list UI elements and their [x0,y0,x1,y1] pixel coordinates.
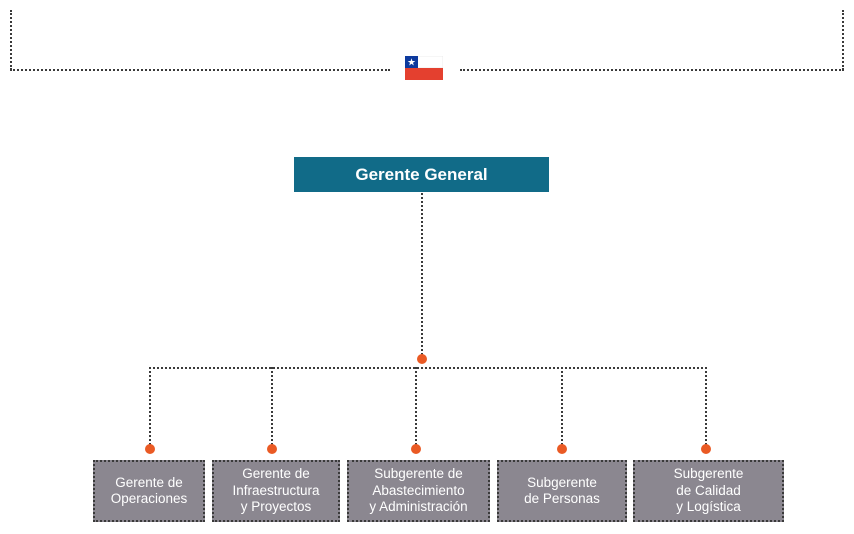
org-box-subgerente-personas: Subgerente de Personas [497,460,627,522]
flag-star [407,58,416,66]
org-box-label: Gerente de Operaciones [110,474,188,507]
top-frame-left-line [10,69,390,71]
branch-dot-1 [145,444,155,454]
branch-line-5 [705,367,707,445]
org-box-label: Gerente de Infraestructura y Proyectos [232,466,320,515]
branch-dot-4 [557,444,567,454]
branch-dot-2 [267,444,277,454]
branch-dot-5 [701,444,711,454]
chile-flag-icon [405,56,443,80]
main-connector-line [421,193,423,355]
org-box-label: Subgerente de Personas [524,474,600,507]
org-box-gerente-infraestructura: Gerente de Infraestructura y Proyectos [212,460,340,522]
gerente-general-box: Gerente General [294,157,549,192]
org-box-subgerente-abastecimiento: Subgerente de Abastecimiento y Administr… [347,460,490,522]
org-box-gerente-operaciones: Gerente de Operaciones [93,460,205,522]
branch-line-1 [149,367,151,445]
branch-line-4 [561,367,563,445]
gerente-general-label: Gerente General [355,164,488,184]
top-frame-right-line [460,69,844,71]
branch-line-3 [415,367,417,445]
horizontal-bus-line [149,367,707,369]
branch-line-2 [271,367,273,445]
org-box-label: Subgerente de Calidad y Logística [673,466,744,515]
branch-dot-3 [411,444,421,454]
flag-red-band [405,68,443,80]
top-frame-left-edge [10,10,12,70]
main-connector-dot [417,354,427,364]
org-box-subgerente-calidad: Subgerente de Calidad y Logística [633,460,784,522]
org-box-label: Subgerente de Abastecimiento y Administr… [369,466,468,515]
top-frame-right-edge [842,10,844,70]
